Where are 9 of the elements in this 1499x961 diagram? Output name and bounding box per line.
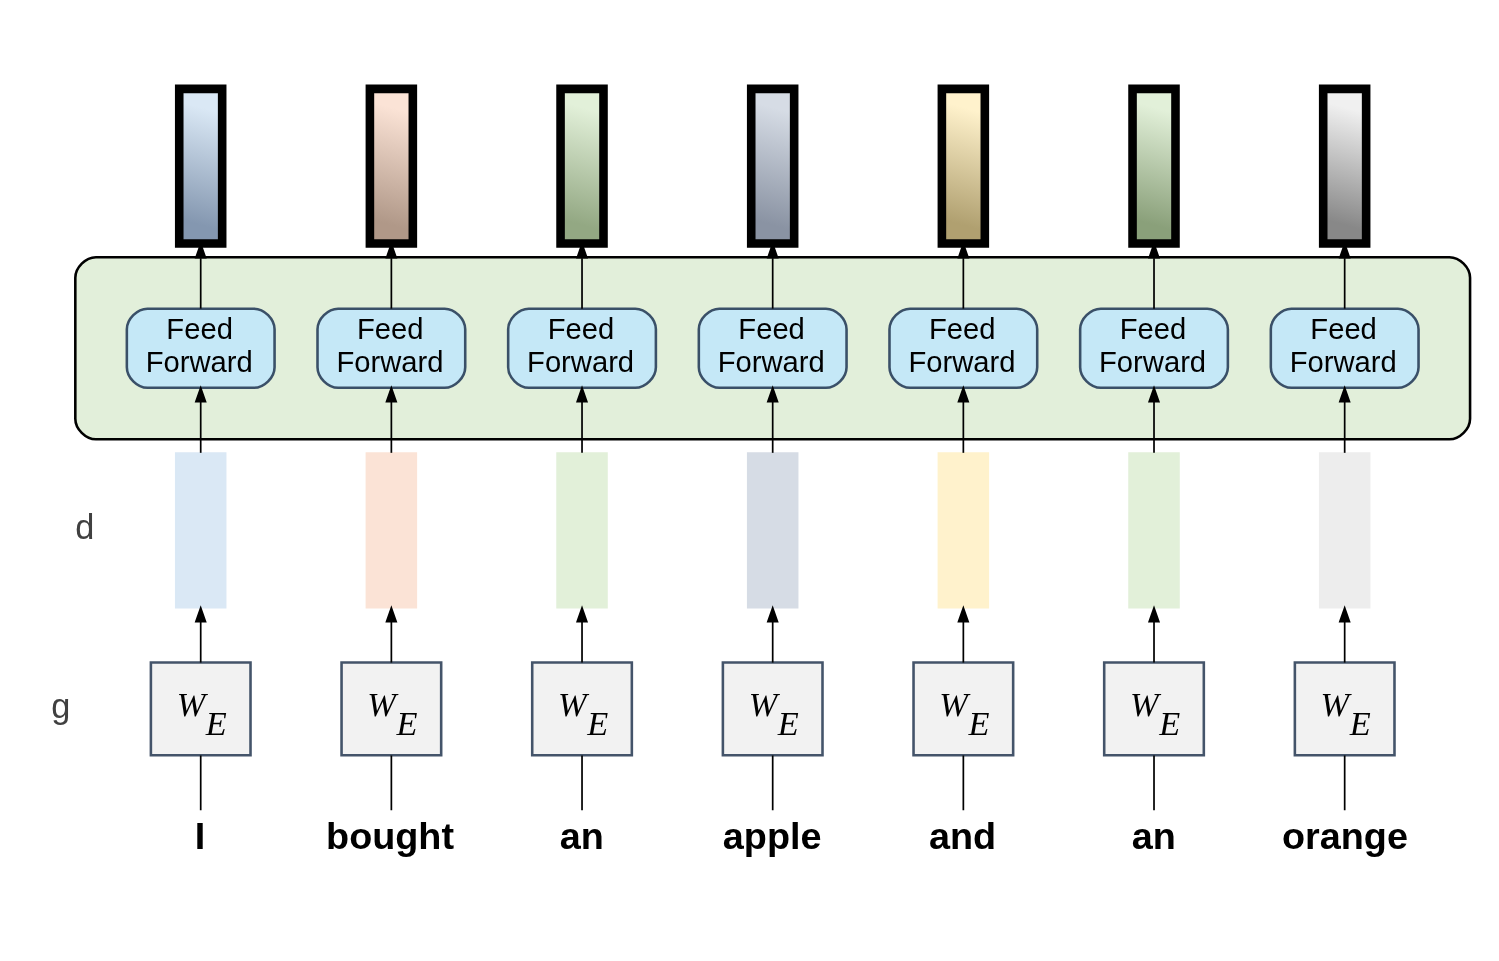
label: d — [75, 507, 95, 546]
node-text: an — [1131, 815, 1176, 858]
node-text: an — [559, 815, 604, 858]
node-text: orange — [1281, 815, 1408, 858]
node-text: bought — [326, 815, 455, 858]
node-text: I — [194, 815, 206, 858]
node-text: apple — [722, 815, 822, 858]
label: g — [51, 686, 71, 725]
node-text: and — [929, 815, 997, 858]
